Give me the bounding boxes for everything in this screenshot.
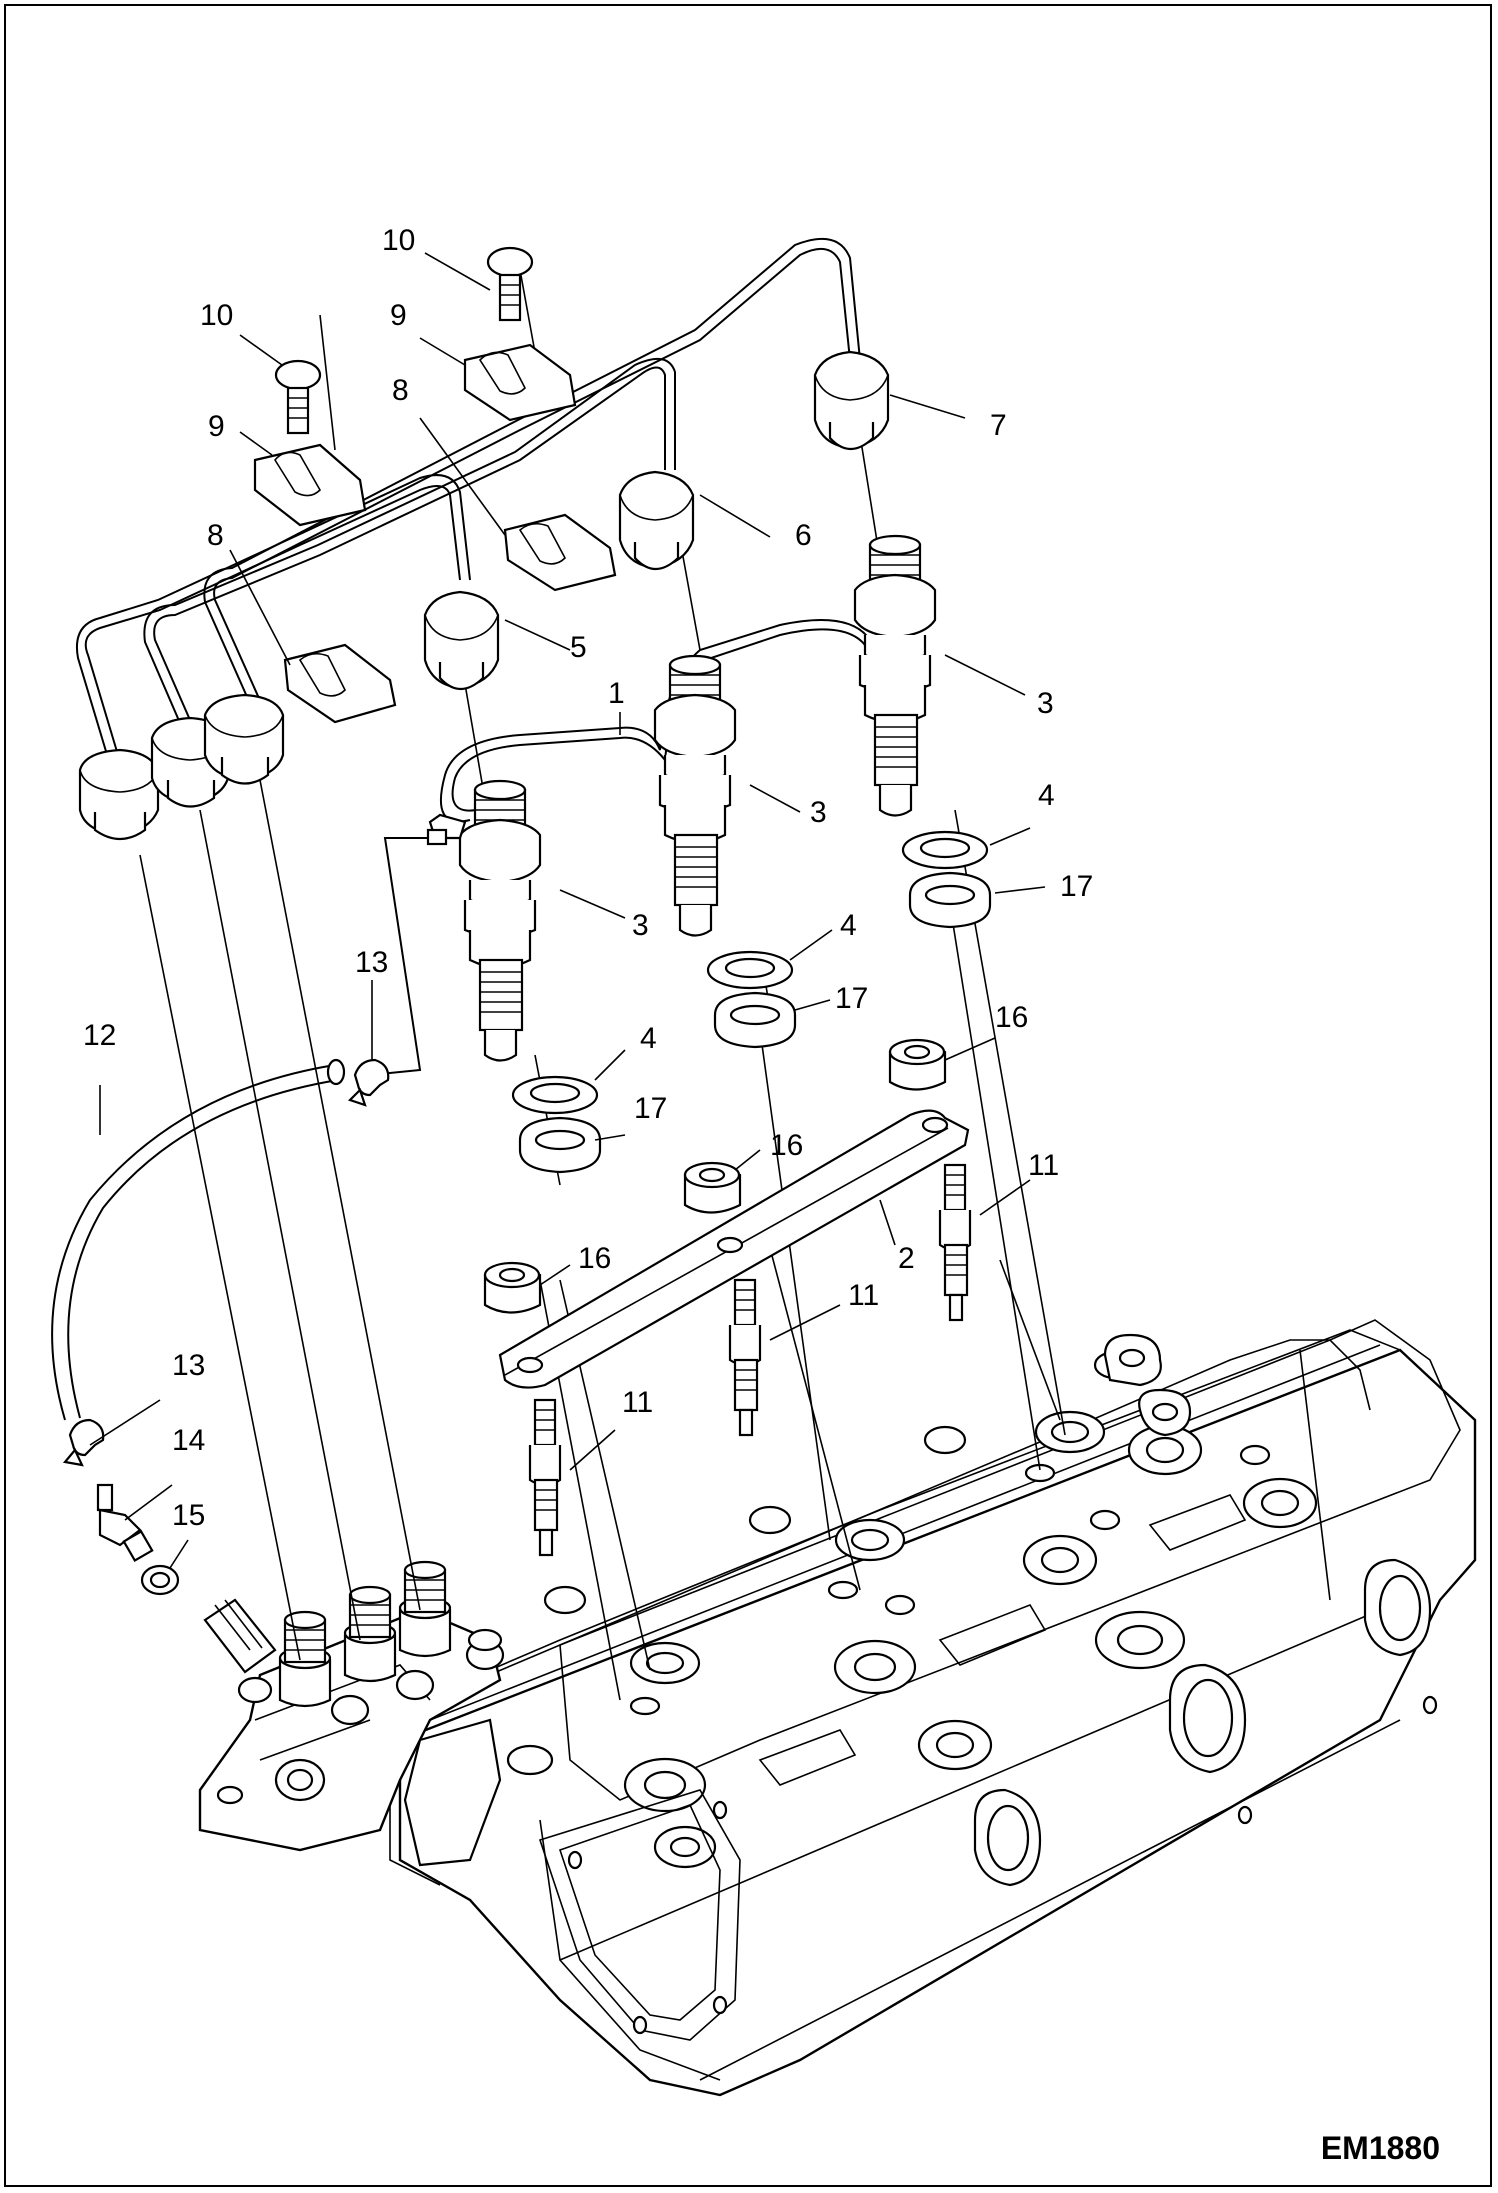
fitting-14	[96, 1483, 154, 1563]
callout-3: 3	[810, 796, 827, 829]
callout-labels: 1 2 3 3 3 4 4 4 5 6 7 8 8 9 9 10 10 11 1…	[83, 224, 1093, 1532]
callout-17: 17	[835, 982, 868, 1015]
injector-left	[428, 779, 542, 1062]
callout-13: 13	[355, 946, 388, 979]
callout-4: 4	[1038, 779, 1055, 812]
hose-clips	[62, 1058, 390, 1467]
callout-4: 4	[840, 909, 857, 942]
callout-17: 17	[1060, 870, 1093, 903]
callout-13: 13	[172, 1349, 205, 1382]
washers	[511, 830, 992, 1174]
callout-16: 16	[770, 1129, 803, 1162]
callout-9: 9	[390, 299, 407, 332]
callout-16: 16	[578, 1242, 611, 1275]
injector-right	[853, 534, 937, 817]
callout-12: 12	[83, 1019, 116, 1052]
pump-outlet-threads	[283, 1560, 447, 1664]
callout-11: 11	[848, 1279, 879, 1312]
callout-1: 1	[608, 677, 625, 710]
callout-9: 9	[208, 410, 225, 443]
callout-16: 16	[995, 1001, 1028, 1034]
callout-7: 7	[990, 409, 1007, 442]
pipe-nut-5	[423, 590, 500, 691]
callout-3: 3	[1037, 687, 1054, 720]
glow-plugs	[528, 1163, 972, 1557]
callout-8: 8	[392, 374, 409, 407]
callout-17: 17	[634, 1092, 667, 1125]
callout-11: 11	[622, 1386, 653, 1419]
drawing-code: EM1880	[1320, 2130, 1440, 2166]
callout-4: 4	[640, 1022, 657, 1055]
callout-2: 2	[898, 1242, 915, 1275]
pipe-nuts-left	[78, 693, 285, 841]
callout-10: 10	[382, 224, 415, 257]
washer-15	[140, 1564, 180, 1596]
bolts	[274, 246, 534, 435]
leak-off-tube	[369, 828, 448, 1076]
glow-plug-bar	[498, 1109, 970, 1389]
clamps	[253, 343, 617, 724]
diagram-frame	[4, 4, 1492, 2187]
callout-8: 8	[207, 519, 224, 552]
cylinder-head	[389, 1319, 1477, 2097]
callout-3: 3	[632, 909, 649, 942]
leader-lines	[89, 252, 1046, 1569]
callout-15: 15	[172, 1499, 205, 1532]
callout-5: 5	[570, 631, 587, 664]
nuts-16	[483, 1038, 947, 1314]
callout-10: 10	[200, 299, 233, 332]
callout-14: 14	[172, 1424, 205, 1457]
pipe-nut-7	[813, 350, 890, 451]
callout-6: 6	[795, 519, 812, 552]
leak-off-pipe	[439, 619, 871, 823]
callout-11: 11	[1028, 1149, 1059, 1182]
injection-pipe-bundle	[76, 237, 861, 759]
return-hose	[51, 1058, 346, 1421]
pipe-nut-6	[618, 470, 695, 571]
injector-middle	[653, 654, 737, 937]
